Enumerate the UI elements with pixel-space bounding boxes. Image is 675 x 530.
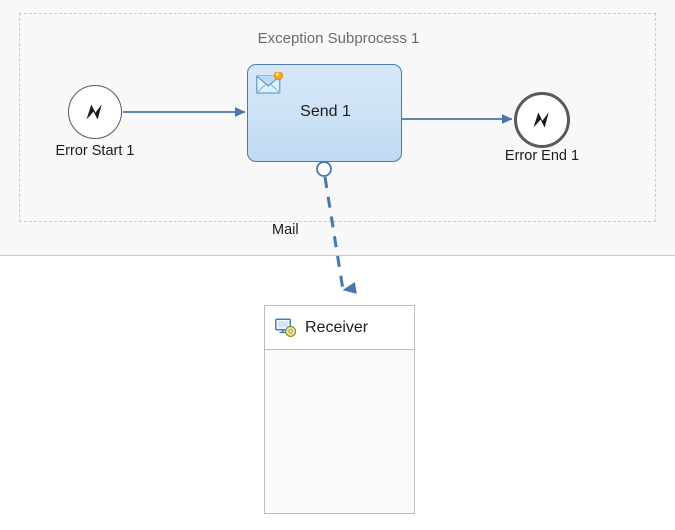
exception-subprocess-title: Exception Subprocess 1 bbox=[257, 30, 420, 47]
receiver-participant[interactable]: Receiver bbox=[264, 305, 415, 514]
send-task[interactable]: Send 1 bbox=[247, 64, 402, 162]
error-bolt-icon bbox=[533, 112, 549, 128]
error-end-event[interactable] bbox=[514, 92, 570, 148]
message-flow-label-mail: Mail bbox=[272, 222, 299, 238]
receiver-participant-body[interactable] bbox=[265, 350, 414, 513]
error-end-event-label: Error End 1 bbox=[504, 148, 580, 164]
receiver-monitor-icon bbox=[275, 317, 297, 337]
send-task-label: Send 1 bbox=[300, 103, 351, 120]
error-start-event-label: Error Start 1 bbox=[55, 143, 135, 159]
envelope-mail-icon bbox=[256, 72, 284, 94]
error-start-event[interactable] bbox=[68, 85, 122, 139]
receiver-participant-header[interactable]: Receiver bbox=[265, 306, 414, 350]
receiver-participant-title: Receiver bbox=[305, 318, 369, 336]
error-bolt-icon bbox=[86, 104, 102, 120]
